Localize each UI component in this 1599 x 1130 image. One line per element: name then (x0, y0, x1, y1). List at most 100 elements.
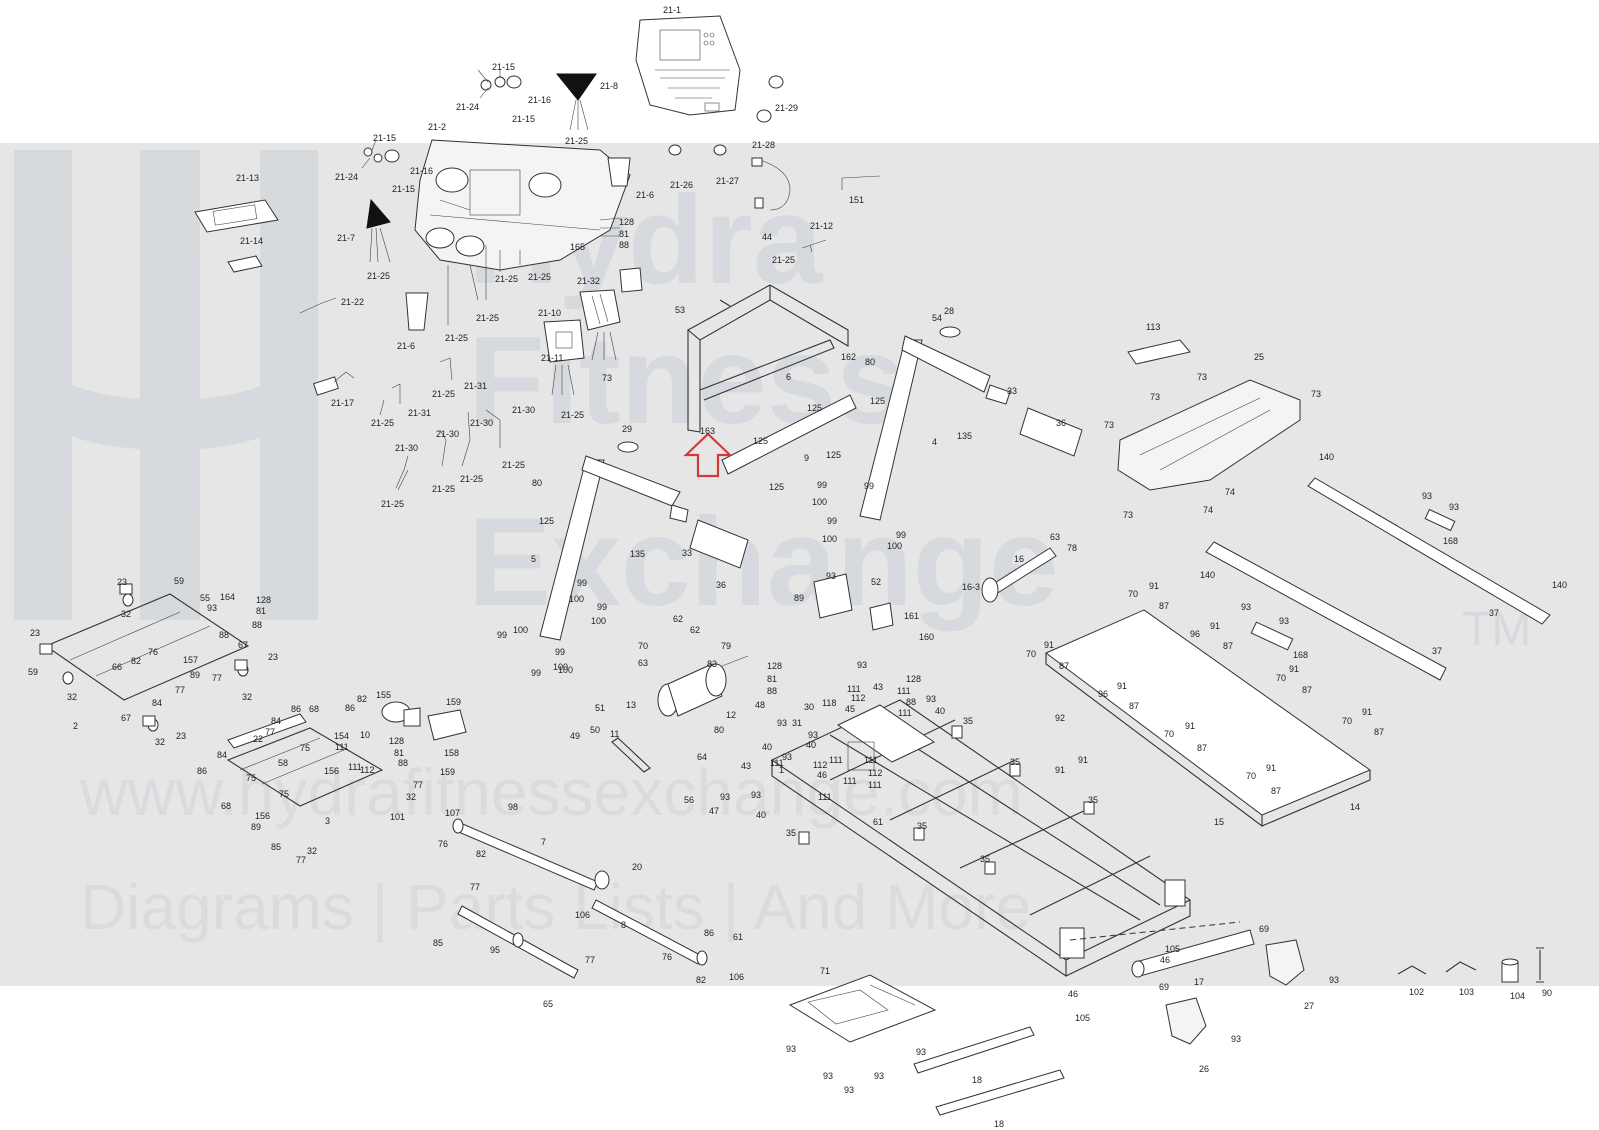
part-label: 35 (786, 828, 796, 838)
part-label: 40 (935, 706, 945, 716)
part-label: 21-16 (410, 166, 433, 176)
part-label: 73 (1123, 510, 1133, 520)
part-label: 100 (569, 594, 584, 604)
left-base-frame-2 (39, 583, 250, 732)
part-label: 51 (595, 703, 605, 713)
part-label: 13 (626, 700, 636, 710)
part-label: 93 (1449, 502, 1459, 512)
part-label: 21-22 (341, 297, 364, 307)
part-label: 37 (1489, 608, 1499, 618)
part-label: 165 (570, 242, 585, 252)
part-label: 125 (753, 436, 768, 446)
part-label: 48 (755, 700, 765, 710)
part-label: 37 (1432, 646, 1442, 656)
side-rail-140 (1307, 477, 1551, 625)
part-label: 21-25 (495, 274, 518, 284)
part-label: 21-6 (636, 190, 654, 200)
part-label: 74 (1203, 505, 1213, 515)
end-cap-27 (1265, 939, 1305, 986)
part-label: 32 (67, 692, 77, 702)
part-label: 88 (906, 697, 916, 707)
part-label: 118 (822, 698, 836, 708)
part-label: 68 (221, 801, 231, 811)
part-label: 82 (131, 656, 141, 666)
part-label: 32 (121, 609, 131, 619)
part-label: 63 (638, 658, 648, 668)
part-label: 87 (1223, 641, 1233, 651)
part-label: 125 (870, 396, 885, 406)
part-label: 82 (696, 975, 706, 985)
part-label: 15 (1214, 817, 1224, 827)
part-label: 65 (543, 999, 553, 1009)
tools (1397, 947, 1544, 983)
part-label: 77 (212, 673, 222, 683)
part-label: 107 (445, 808, 460, 818)
part-label: 21-26 (670, 180, 693, 190)
part-label: 70 (1276, 673, 1286, 683)
part-label: 32 (242, 692, 252, 702)
part-label: 128 (767, 661, 782, 671)
part-label: 23 (117, 577, 127, 587)
part-label: 36 (716, 580, 726, 590)
part-label: 74 (1225, 487, 1235, 497)
part-label: 93 (808, 730, 818, 740)
part-label: 161 (904, 611, 919, 621)
part-label: 86 (345, 703, 355, 713)
part-label: 1 (779, 765, 784, 775)
part-label: 91 (1055, 765, 1065, 775)
part-label: 88 (619, 240, 629, 250)
part-label: 80 (532, 478, 542, 488)
part-label: 21-25 (381, 499, 404, 509)
part-label: 70 (1164, 729, 1174, 739)
part-label: 40 (762, 742, 772, 752)
part-label: 81 (394, 748, 404, 758)
part-number-labels: 21-121-2921-2821-821-2521-1521-1621-2421… (28, 5, 1567, 1129)
console-overlay-panels (194, 199, 279, 273)
console-housing (414, 139, 631, 271)
part-label: 87 (1197, 743, 1207, 753)
part-label: 21-25 (528, 272, 551, 282)
part-label: 128 (906, 674, 921, 684)
part-label: 111 (770, 758, 784, 768)
part-label: 23 (268, 652, 278, 662)
part-label: 21-29 (775, 103, 798, 113)
console-small-parts (299, 144, 881, 491)
part-label: 93 (786, 1044, 796, 1054)
part-label: 77 (296, 855, 306, 865)
part-label: 68 (309, 704, 319, 714)
part-label: 100 (887, 541, 902, 551)
part-label: 58 (278, 758, 288, 768)
part-label: 100 (553, 662, 568, 672)
drive-belt-11 (611, 737, 651, 773)
part-label: 76 (438, 839, 448, 849)
part-label: 84 (271, 716, 281, 726)
part-label: 31 (792, 718, 802, 728)
part-label: 21-25 (371, 418, 394, 428)
part-label: 111 (847, 684, 861, 694)
part-label: 83 (707, 659, 717, 669)
part-label: 91 (1266, 763, 1276, 773)
handlebar-frame (687, 284, 849, 433)
part-label: 27 (1304, 1001, 1314, 1011)
part-label: 73 (1197, 372, 1207, 382)
part-label: 21-25 (772, 255, 795, 265)
part-label: 81 (256, 606, 266, 616)
part-label: 43 (741, 761, 751, 771)
part-label: 25 (1254, 352, 1264, 362)
part-label: 21-24 (456, 102, 479, 112)
part-label: 18 (972, 1075, 982, 1085)
part-label: 67 (238, 640, 248, 650)
part-label: 91 (1362, 707, 1372, 717)
part-label: 21-8 (600, 81, 618, 91)
part-label: 112 (360, 765, 374, 775)
part-label: 86 (291, 704, 301, 714)
part-label: 125 (769, 482, 784, 492)
part-label: 43 (873, 682, 883, 692)
part-label: 62 (673, 614, 683, 624)
part-label: 21-32 (577, 276, 600, 286)
part-label: 87 (1374, 727, 1384, 737)
part-label: 70 (1128, 589, 1138, 599)
part-label: 93 (823, 1071, 833, 1081)
part-label: 112 (868, 768, 882, 778)
part-label: 75 (300, 743, 310, 753)
